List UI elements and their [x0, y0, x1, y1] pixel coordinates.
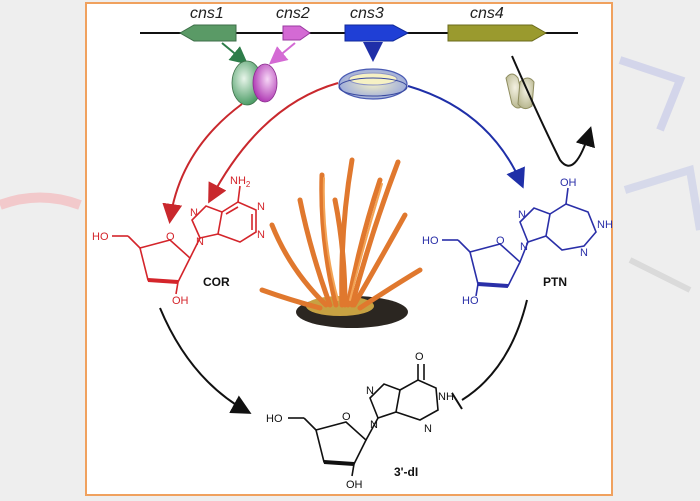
ptn-n-label-1: N: [518, 209, 526, 221]
ptn-n-label-4: N: [580, 247, 588, 259]
3dl-o-label: O: [342, 411, 351, 423]
svg-text:NH2: NH2: [230, 175, 251, 189]
3dl-n-label-2: N: [424, 423, 432, 435]
gene-cns4-label: cns4: [470, 5, 504, 22]
3dl-n-label-3: N: [370, 419, 378, 431]
complex-to-cor-arrow-1: [208, 82, 339, 204]
cor-structure: [112, 185, 257, 295]
ptn-ho-bottom-label: HO: [462, 295, 479, 307]
inhibition-bar: [451, 392, 463, 410]
3dl-nh-label: NH: [438, 391, 454, 403]
cor-n-label-3: N: [257, 229, 265, 241]
gene-cns4-arrow: [447, 24, 548, 42]
cor-ho-label: HO: [92, 231, 109, 243]
cordyceps-fungus-image: [259, 157, 423, 328]
ptn-inhibition-line: [461, 299, 528, 401]
cor-to-3dl-arrow: [159, 307, 252, 414]
3dl-structure: [288, 364, 439, 477]
ptn-ho-label: HO: [422, 235, 439, 247]
3dl-compound-label: 3'-dI: [394, 465, 418, 479]
cor-oh-label: OH: [172, 295, 189, 307]
cor-n-label-1: N: [190, 207, 198, 219]
cor-nh2-label: NH: [230, 175, 246, 187]
cns4-transporter-protein: [505, 73, 535, 110]
cns1-cns2-protein-complex: [231, 60, 278, 106]
gene-cns2-label: cns2: [276, 5, 310, 22]
ptn-compound-label: PTN: [543, 275, 567, 289]
cor-o-label: O: [166, 231, 175, 243]
ptn-nh-label: NH: [597, 219, 613, 231]
3dl-o-top-label: O: [415, 351, 424, 363]
ptn-o-label: O: [496, 235, 505, 247]
cns1-expression-arrow: [221, 42, 249, 65]
ptn-oh-top-label: OH: [560, 177, 577, 189]
3dl-n-label-1: N: [366, 385, 374, 397]
3dl-oh-label: OH: [346, 479, 363, 491]
export-curve-arrow: [511, 55, 595, 167]
gene-cns1-arrow: [178, 24, 237, 42]
gene-cns1-label: cns1: [190, 5, 224, 22]
cor-n-label-2: N: [257, 201, 265, 213]
complex-to-cor-arrow-2: [162, 103, 243, 224]
gene-cns3-arrow: [344, 24, 410, 42]
gene-cns2-arrow: [282, 25, 311, 41]
cor-compound-label: COR: [203, 275, 230, 289]
cor-nh2-subscript: 2: [246, 180, 251, 189]
cor-n-label-4: N: [196, 236, 204, 248]
cns2-expression-arrow: [268, 42, 296, 65]
gene-cns3-label: cns3: [350, 5, 384, 22]
3dl-ho-label: HO: [266, 413, 283, 425]
ptn-n-label-2: N: [520, 241, 528, 253]
ring-to-ptn-arrow: [407, 85, 525, 189]
cns3-protein-ring: [338, 68, 408, 100]
ptn-structure: [442, 187, 597, 297]
